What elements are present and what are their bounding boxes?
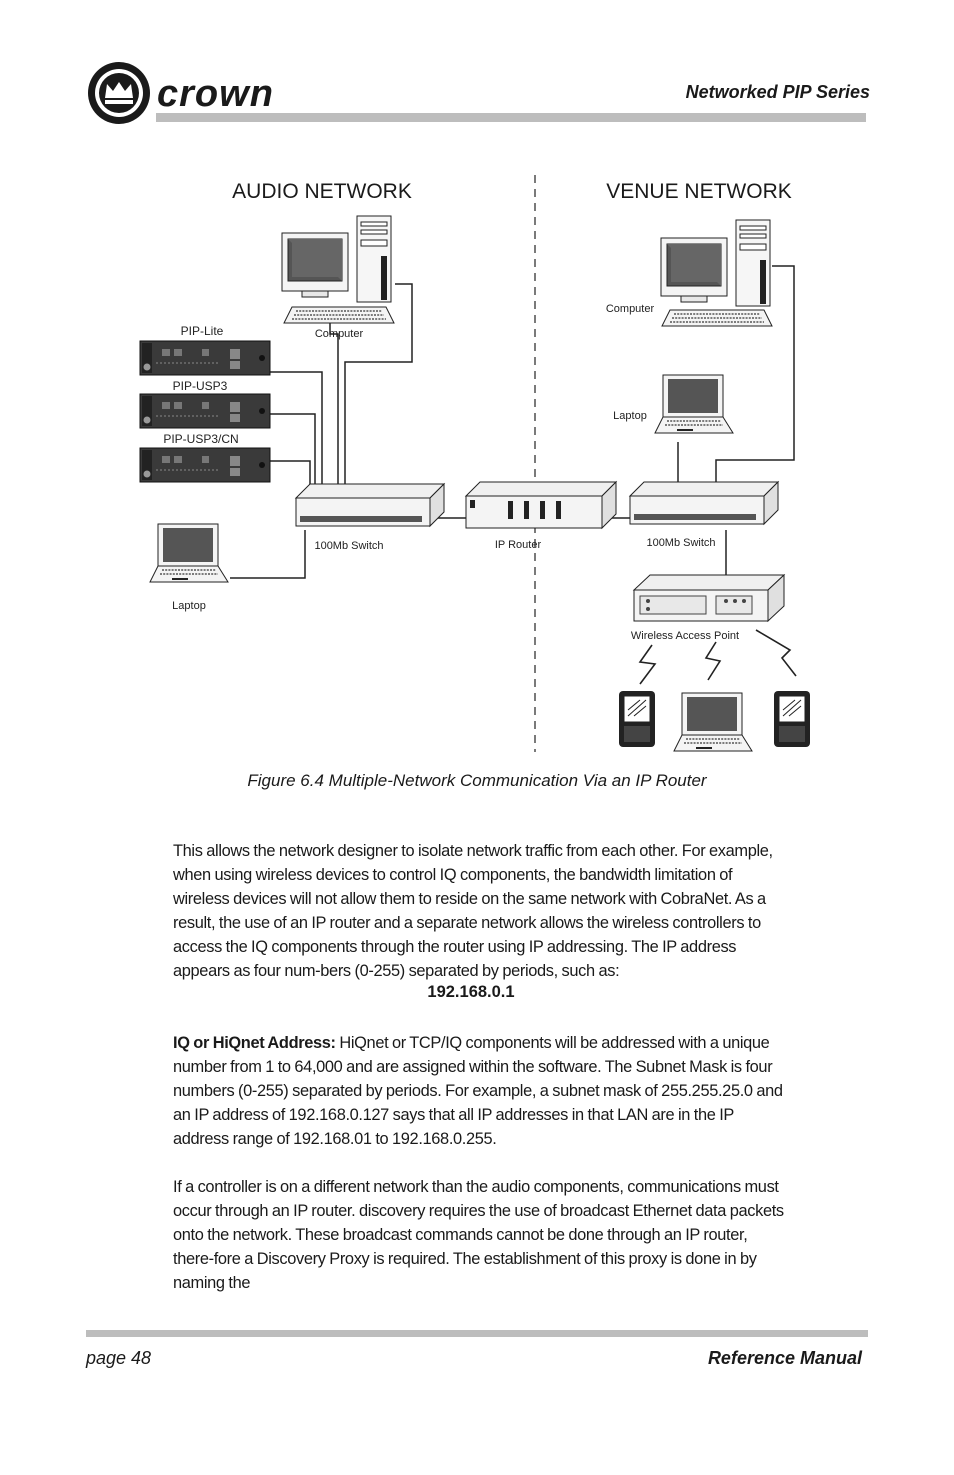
ip-address-example: 192.168.0.1 <box>427 983 515 1001</box>
switch-venue-label: 100Mb Switch <box>646 537 715 549</box>
switch-audio <box>295 483 445 527</box>
hiqnet-address-text: HiQnet or TCP/IQ components will be addr… <box>173 1034 783 1148</box>
pip-usp3-unit <box>139 393 271 429</box>
hiqnet-address-label: IQ or HiQnet Address: <box>173 1034 336 1052</box>
computer-venue-label: Computer <box>606 303 655 315</box>
laptop-venue-label: Laptop <box>613 410 647 422</box>
switch-venue <box>629 481 779 525</box>
pip-lite-label: PIP-Lite <box>181 324 224 338</box>
pip-usp3cn-unit <box>139 447 271 483</box>
brand-wordmark: crown <box>157 73 274 115</box>
series-title: Networked PIP Series <box>685 82 870 102</box>
laptop-wireless <box>673 692 753 752</box>
crown-logo: crown <box>88 62 274 124</box>
laptop-audio <box>149 523 229 583</box>
footer-rule <box>86 1330 868 1337</box>
pip-usp3-label: PIP-USP3 <box>173 379 228 393</box>
body-paragraph-3: If a controller is on a different networ… <box>173 1178 784 1292</box>
wireless-ap-label: Wireless Access Point <box>631 630 739 642</box>
figure-caption: Figure 6.4 Multiple-Network Communicatio… <box>247 771 707 790</box>
body-paragraph-2: IQ or HiQnet Address: HiQnet or TCP/IQ c… <box>173 1031 785 1151</box>
venue-network-title: VENUE NETWORK <box>606 180 792 203</box>
switch-audio-label: 100Mb Switch <box>314 540 383 552</box>
pip-usp3cn-label: PIP-USP3/CN <box>163 432 238 446</box>
audio-cables <box>230 283 632 579</box>
ip-router <box>464 480 618 530</box>
laptop-audio-label: Laptop <box>172 600 206 612</box>
ip-router-label: IP Router <box>495 539 542 551</box>
network-diagram: AUDIO NETWORK VENUE NETWORK Computer PIP… <box>139 175 811 752</box>
pda-left <box>618 690 656 748</box>
audio-network-title: AUDIO NETWORK <box>232 180 412 203</box>
computer-audio-label: Computer <box>315 328 364 340</box>
pip-lite-unit <box>139 340 271 376</box>
page-number: page 48 <box>86 1348 152 1368</box>
computer-audio <box>281 232 349 298</box>
body-paragraph-1: This allows the network designer to isol… <box>173 842 773 980</box>
wireless-access-point <box>632 573 786 623</box>
header-rule <box>156 113 866 122</box>
manual-title: Reference Manual <box>707 1348 862 1368</box>
computer-venue <box>660 237 728 303</box>
wireless-signal-icons <box>638 629 797 685</box>
pda-right <box>773 690 811 748</box>
laptop-venue <box>654 374 734 434</box>
